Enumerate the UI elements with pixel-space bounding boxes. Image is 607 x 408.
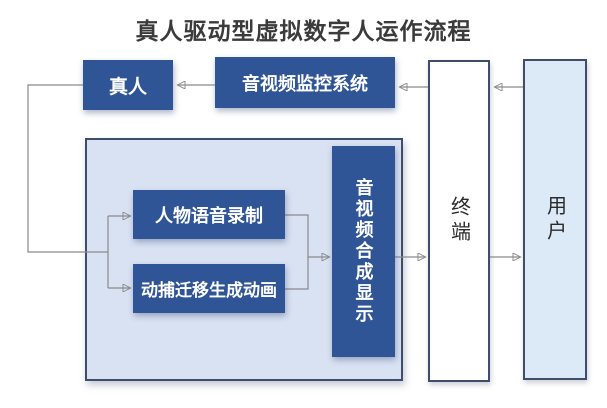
node-av-monitoring-system: 音视频监控系统 [215,57,395,108]
node-mocap-animation-label: 动捕迁移生成动画 [141,281,277,300]
node-voice-recording-label: 人物语音录制 [155,205,263,226]
node-terminal: 终端 [428,60,490,382]
node-av-monitoring-system-label: 音视频监控系统 [242,73,368,94]
diagram-title: 真人驱动型虚拟数字人运作流程 [135,18,472,44]
node-av-synthesis-display: 音视频合成显示 [332,146,395,357]
node-terminal-label: 终端 [447,196,470,246]
node-real-person: 真人 [83,60,173,110]
node-voice-recording: 人物语音录制 [133,190,285,239]
node-mocap-animation: 动捕迁移生成动画 [133,264,285,313]
node-user-label: 用户 [543,194,566,245]
node-real-person-label: 真人 [108,76,147,98]
node-user: 用户 [523,59,587,380]
node-av-synthesis-display-label: 音视频合成显示 [353,178,374,325]
